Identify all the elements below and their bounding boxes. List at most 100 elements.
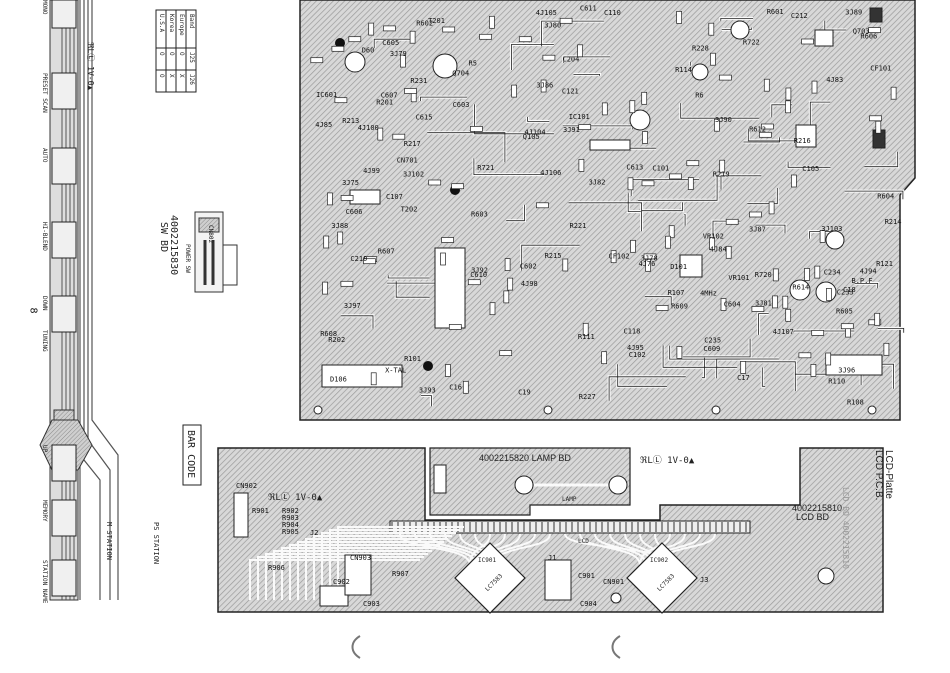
component-footprint [462, 380, 469, 394]
part-ref: D60 [362, 47, 375, 55]
component-footprint [719, 74, 732, 81]
part-ref: 3J88 [331, 222, 348, 230]
component-footprint [826, 288, 832, 301]
part-ref: C102 [629, 351, 646, 359]
part-ref: R601 [767, 8, 784, 16]
part-ref: 4J107 [773, 328, 794, 336]
button-label-8: STATION NAME [41, 560, 48, 604]
lcd-label: LCD [578, 538, 589, 545]
part-ref: 3J102 [403, 170, 424, 178]
part-ref: C607 [381, 92, 398, 100]
component-footprint [810, 364, 817, 377]
part-ref: 3J78 [641, 255, 658, 263]
part-ref: R217 [404, 140, 421, 148]
part-ref: C606 [346, 208, 363, 216]
main-board [299, 0, 916, 421]
component-footprint [442, 26, 456, 33]
button-pad [51, 0, 77, 29]
lcd-part-ref: J3 [700, 576, 708, 584]
component-footprint [363, 258, 376, 265]
bar-code-label: BAR CODE [185, 430, 196, 479]
part-ref: 4J84 [710, 246, 727, 254]
part-ref: T202 [401, 206, 418, 214]
part-ref: C17 [737, 374, 750, 382]
part-ref: R114 [675, 66, 692, 74]
table-cell: U.S.A [158, 14, 165, 33]
main-board-components [310, 11, 897, 394]
ps-station-label: PS STATION [152, 522, 160, 565]
component-footprint [725, 218, 739, 225]
table-header-cell: J25 [188, 52, 195, 63]
component-footprint [772, 268, 779, 282]
component-footprint [759, 131, 772, 138]
component-footprint [874, 312, 881, 326]
component-footprint [686, 160, 700, 167]
table-header-cell: J26 [188, 74, 195, 85]
lamp-bd-part-no: 4002215820 [479, 453, 530, 463]
part-ref: B.P.F [852, 277, 873, 285]
part-ref: R5 [469, 60, 477, 68]
part-ref: C105 [802, 165, 819, 173]
component-footprint [890, 86, 897, 100]
part-ref: C210 [350, 255, 367, 263]
component-footprint [536, 202, 549, 209]
table-cell: X [178, 74, 185, 78]
component-footprint [772, 295, 778, 309]
component-footprint [445, 364, 451, 377]
part-ref: IC601 [316, 91, 337, 99]
table-cell: O [168, 52, 175, 56]
component-footprint [601, 102, 608, 116]
part-ref: C615 [416, 114, 433, 122]
component-footprint [409, 30, 416, 44]
component-footprint [782, 295, 789, 309]
component-footprint [749, 211, 762, 218]
component-footprint [310, 57, 324, 64]
component-footprint [641, 91, 648, 105]
part-ref: 3J90 [715, 116, 732, 124]
part-ref: C101 [652, 165, 669, 173]
part-ref: R612 [749, 125, 766, 133]
component-footprint [377, 127, 384, 141]
component-footprint [811, 330, 825, 336]
component-footprint [669, 173, 682, 180]
lcd-part-ref: C904 [580, 600, 597, 608]
lcd-pcb-title: LCD P.C.B. [873, 450, 884, 501]
part-ref: CN701 [397, 156, 418, 164]
component-footprint [470, 126, 483, 132]
component-footprint [542, 54, 556, 61]
part-ref: C234 [824, 268, 841, 276]
button-label-3: HI-BLEND [41, 222, 48, 251]
lcd-part-ref: C903 [363, 600, 380, 608]
component-footprint [582, 322, 589, 336]
component-footprint [883, 342, 890, 356]
lcd-part-ref: R902 [282, 507, 299, 515]
component-footprint [627, 177, 634, 191]
power-switch-board [194, 211, 238, 293]
part-ref: 3J82 [589, 179, 606, 187]
component-footprint [518, 36, 532, 43]
part-ref: C19 [518, 388, 531, 396]
component-footprint [383, 25, 396, 32]
part-ref: C602 [520, 263, 537, 271]
part-ref: 3J86 [536, 81, 553, 89]
part-ref: R609 [671, 303, 688, 311]
part-ref: 3J80 [544, 22, 561, 30]
part-ref: C107 [386, 193, 403, 201]
lcd-bd-name: LCD BD [796, 512, 830, 522]
component-footprint [327, 192, 333, 206]
component-footprint [451, 183, 464, 190]
component-footprint [801, 38, 814, 45]
part-ref: R110 [828, 377, 845, 385]
component-footprint [404, 88, 417, 94]
part-ref: R227 [579, 393, 596, 401]
component-footprint [761, 123, 774, 130]
part-ref: Q704 [452, 69, 469, 77]
component-footprint [725, 245, 732, 259]
component-footprint [448, 324, 462, 330]
part-ref: 3J93 [419, 387, 436, 395]
component-footprint [629, 100, 636, 114]
lcd-part-ref: R905 [282, 528, 299, 536]
component-footprint [428, 179, 442, 186]
part-ref: R216 [794, 137, 811, 145]
button-label-0: MONO [41, 0, 48, 15]
